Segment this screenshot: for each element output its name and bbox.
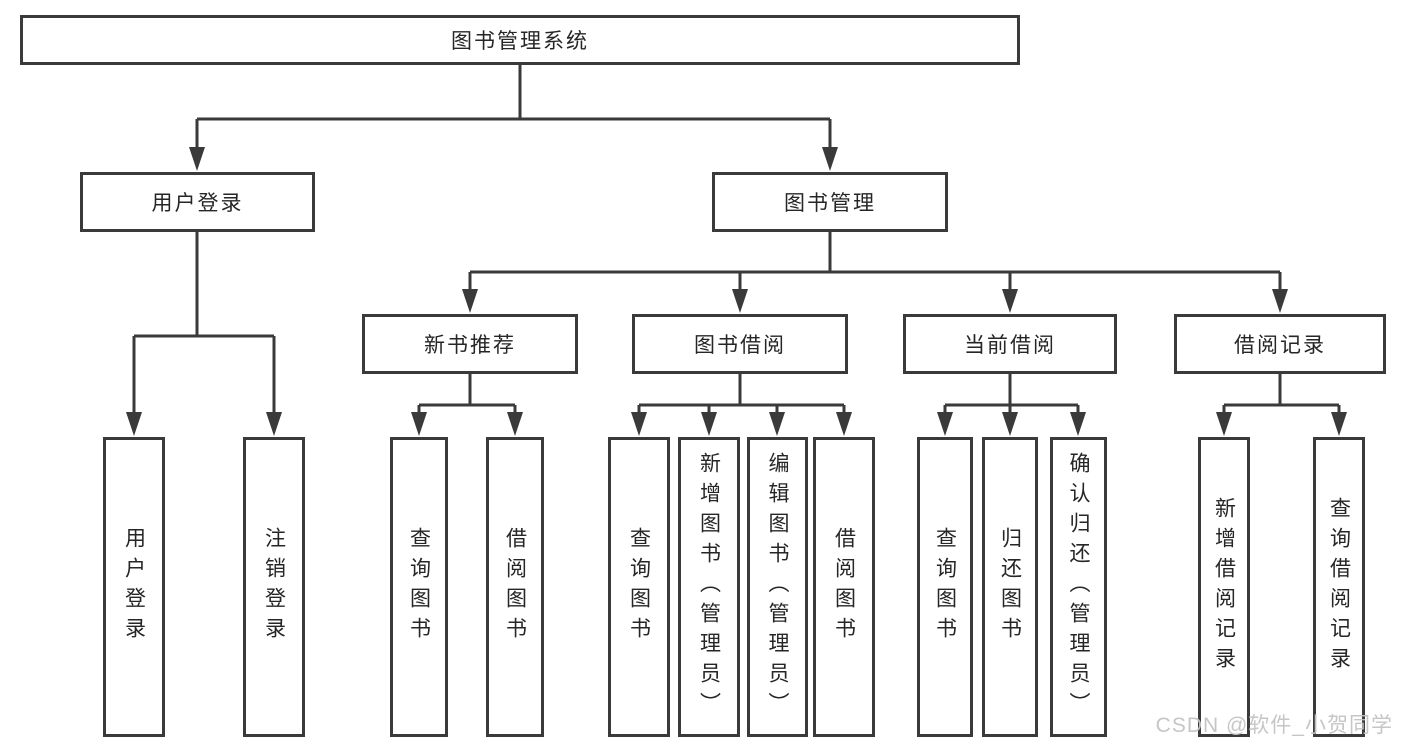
leaf-label: 新增图书（管理员） bbox=[697, 452, 721, 722]
leaf-borrow-books-recommend: 借阅图书 bbox=[486, 437, 544, 737]
leaf-label: 查询借阅记录 bbox=[1327, 497, 1351, 677]
leaf-label: 借阅图书 bbox=[503, 527, 527, 647]
leaf-label: 查询图书 bbox=[627, 527, 651, 647]
leaf-query-books-recommend: 查询图书 bbox=[390, 437, 448, 737]
leaf-query-books-current: 查询图书 bbox=[917, 437, 973, 737]
node-label: 用户登录 bbox=[151, 192, 244, 215]
leaf-add-borrow-record: 新增借阅记录 bbox=[1198, 437, 1250, 737]
leaf-logout: 注销登录 bbox=[243, 437, 305, 737]
node-label: 借阅记录 bbox=[1234, 334, 1326, 357]
leaf-add-book-admin: 新增图书（管理员） bbox=[678, 437, 740, 737]
leaf-label: 用户登录 bbox=[122, 527, 146, 647]
node-new-book-recommend: 新书推荐 bbox=[362, 314, 578, 374]
node-borrow-records: 借阅记录 bbox=[1174, 314, 1386, 374]
leaf-edit-book-admin: 编辑图书（管理员） bbox=[747, 437, 808, 737]
leaf-label: 确认归还（管理员） bbox=[1067, 452, 1090, 722]
node-user-login: 用户登录 bbox=[80, 172, 315, 232]
node-label: 当前借阅 bbox=[964, 334, 1056, 357]
leaf-return-books: 归还图书 bbox=[982, 437, 1038, 737]
leaf-borrow-books: 借阅图书 bbox=[813, 437, 875, 737]
node-label: 图书借阅 bbox=[694, 334, 786, 357]
leaf-label: 查询图书 bbox=[933, 527, 957, 647]
leaf-query-borrow-record: 查询借阅记录 bbox=[1313, 437, 1365, 737]
leaf-label: 借阅图书 bbox=[832, 527, 856, 647]
node-current-borrow: 当前借阅 bbox=[903, 314, 1117, 374]
leaf-label: 新增借阅记录 bbox=[1212, 497, 1236, 677]
leaf-label: 归还图书 bbox=[998, 527, 1022, 647]
node-book-borrow: 图书借阅 bbox=[632, 314, 848, 374]
leaf-label: 注销登录 bbox=[262, 527, 286, 647]
node-root-label: 图书管理系统 bbox=[451, 30, 589, 53]
leaf-label: 查询图书 bbox=[407, 527, 431, 647]
csdn-watermark: CSDN @软件_小贺同学 bbox=[1155, 714, 1393, 737]
leaf-confirm-return-admin: 确认归还（管理员） bbox=[1050, 437, 1107, 737]
node-root: 图书管理系统 bbox=[20, 15, 1020, 65]
leaf-user-login: 用户登录 bbox=[103, 437, 165, 737]
node-label: 图书管理 bbox=[784, 192, 876, 215]
node-label: 新书推荐 bbox=[424, 334, 516, 357]
leaf-query-books-borrow: 查询图书 bbox=[608, 437, 670, 737]
leaf-label: 编辑图书（管理员） bbox=[766, 452, 789, 722]
node-book-management: 图书管理 bbox=[712, 172, 948, 232]
